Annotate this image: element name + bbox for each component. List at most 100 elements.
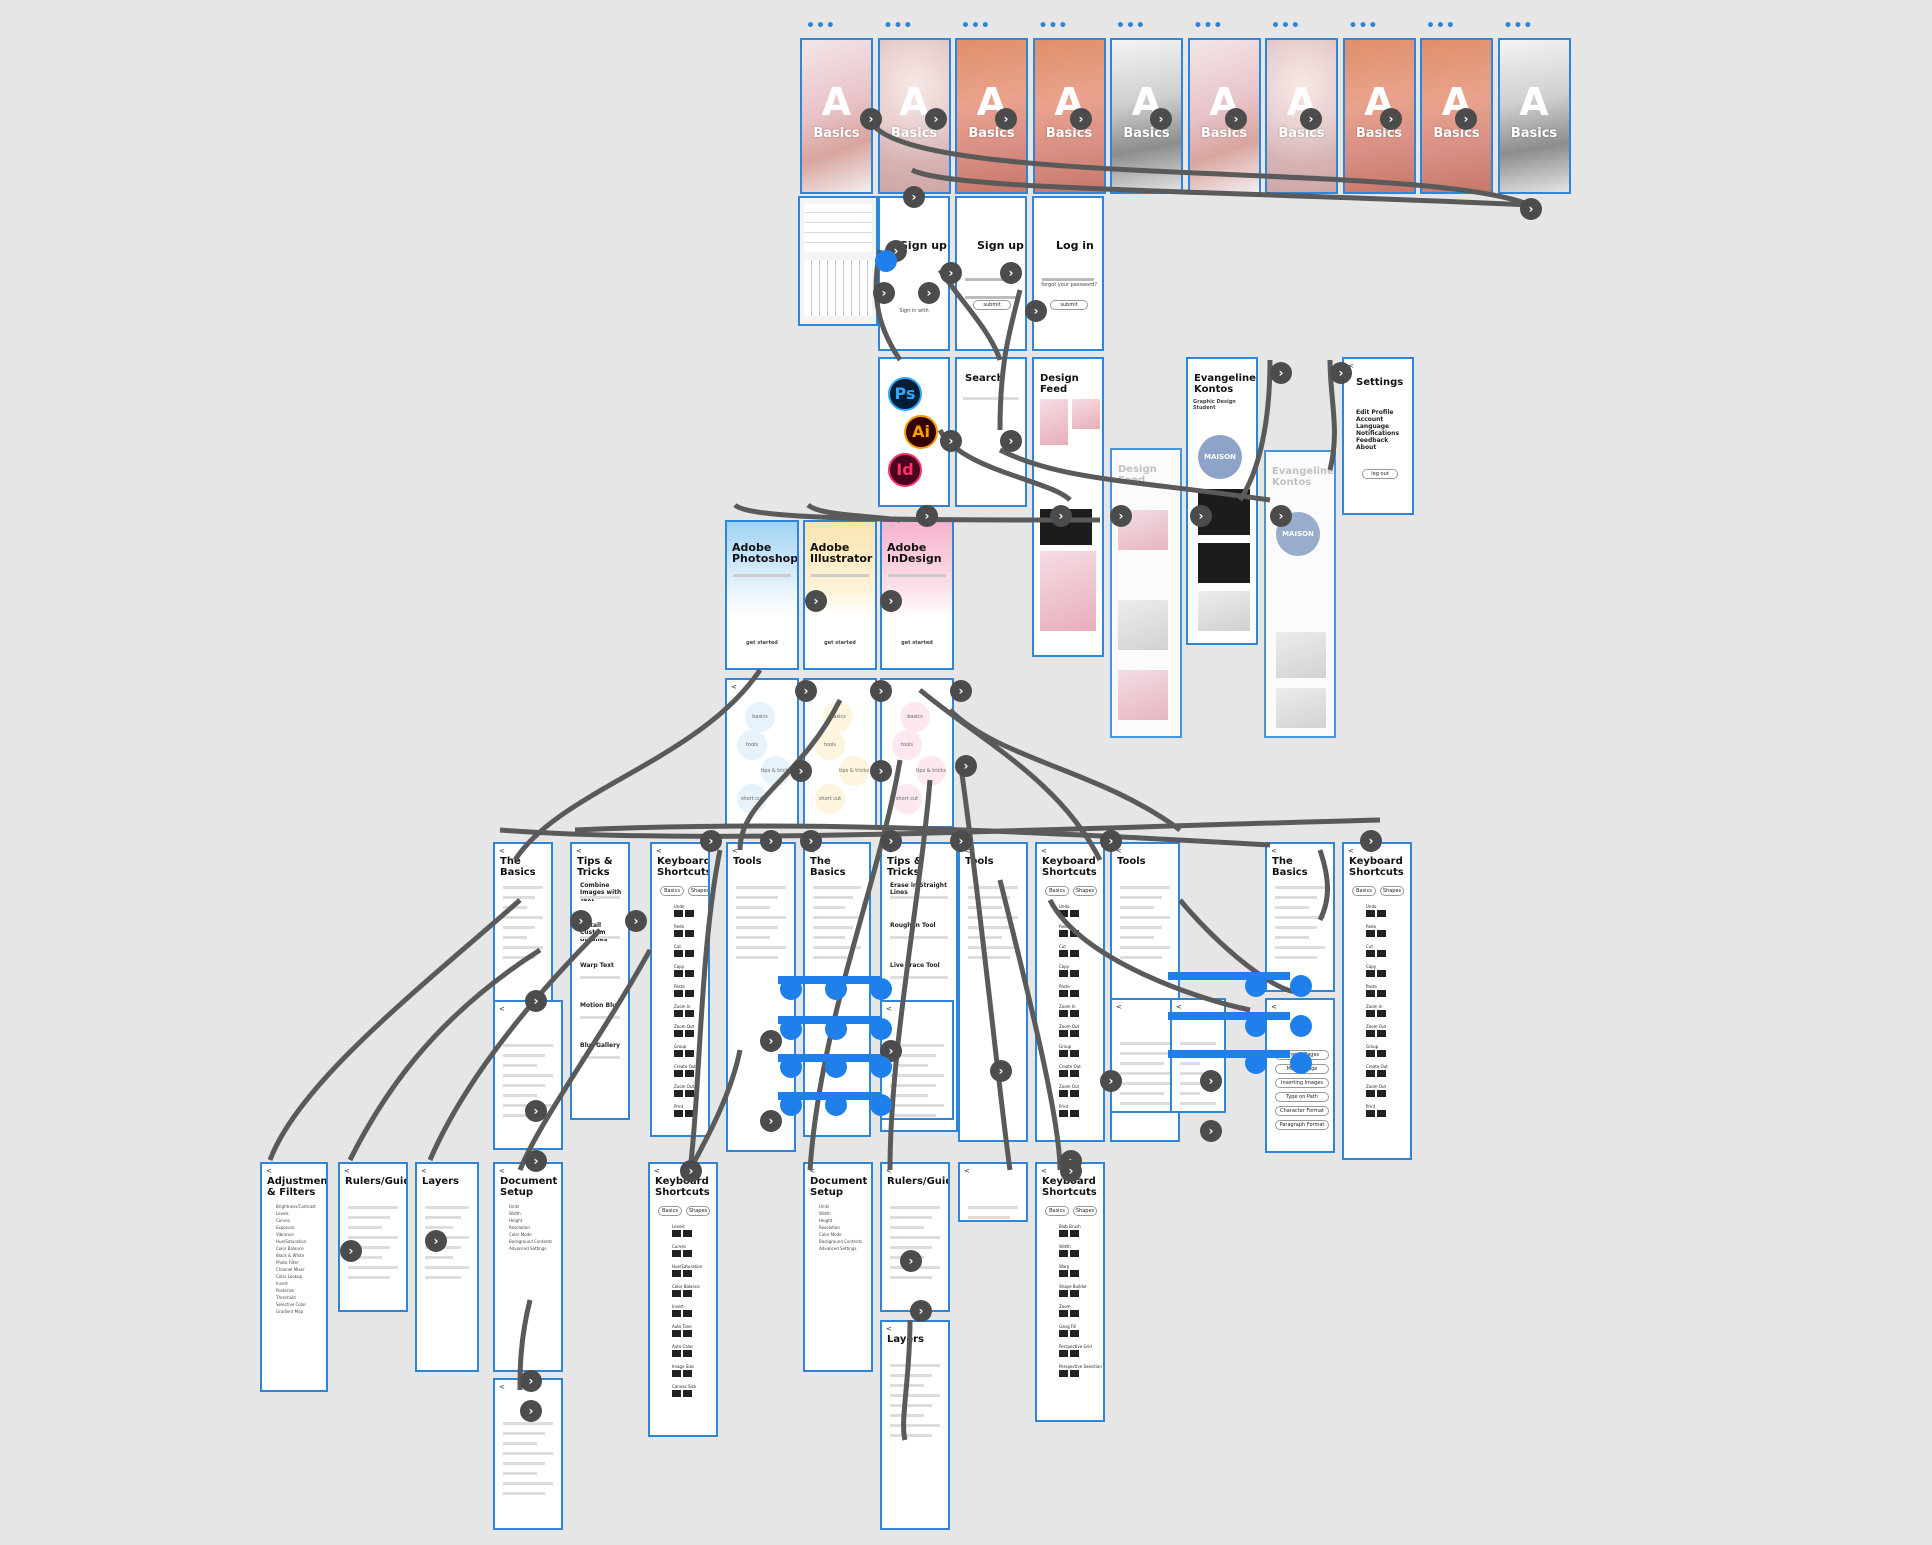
wire-handle-icon[interactable]: › [570,910,592,932]
tip-item[interactable]: Live Trace Tool [890,962,940,969]
back-arrow-icon[interactable]: < [886,1325,892,1333]
wire-handle-icon[interactable]: › [1070,108,1092,130]
settings-item[interactable]: Edit Profile [1356,409,1394,416]
get-started-button[interactable]: get started [746,640,778,646]
wire-handle-icon[interactable]: › [1270,362,1292,384]
wire-handle-icon[interactable]: › [950,680,972,702]
list-item[interactable]: Photo Filter [276,1260,299,1265]
back-arrow-icon[interactable]: < [654,1167,660,1175]
wire-handle-icon[interactable]: › [995,108,1017,130]
wire-handle-icon[interactable]: › [910,1300,932,1322]
list-item[interactable]: Background Contents [819,1239,863,1244]
list-item[interactable]: Channel Mixer [276,1267,305,1272]
active-wire-handle-icon[interactable] [825,1018,847,1040]
portfolio-image[interactable] [1276,688,1326,728]
wire-handle-icon[interactable]: › [870,760,892,782]
wire-handle-icon[interactable]: › [955,755,977,777]
logout-button[interactable]: log out [1362,469,1398,479]
settings-item[interactable]: Account [1356,416,1384,423]
active-wire-handle-icon[interactable] [875,250,897,272]
menu-tools[interactable]: tools [737,730,767,760]
more-dots-icon[interactable]: ••• [1271,18,1301,34]
active-wire-handle-icon[interactable] [825,1056,847,1078]
back-arrow-icon[interactable]: < [1041,1167,1047,1175]
wire-handle-icon[interactable]: › [873,282,895,304]
back-arrow-icon[interactable]: < [1271,1003,1277,1011]
more-dots-icon[interactable]: ••• [806,18,836,34]
photoshop-logo-icon[interactable]: Ps [888,377,922,411]
keyboard-artboard[interactable] [798,196,878,326]
search-input[interactable] [963,397,1019,400]
back-arrow-icon[interactable]: < [499,1005,505,1013]
submit-button[interactable]: submit [973,300,1011,310]
settings-item[interactable]: Feedback [1356,437,1389,444]
wire-handle-icon[interactable]: › [1050,505,1072,527]
wire-handle-icon[interactable]: › [916,505,938,527]
design-feed-scroll-artboard[interactable]: Design Feed [1110,448,1182,738]
settings-item[interactable]: Language [1356,423,1390,430]
content-artboard[interactable]: < [958,1162,1028,1222]
back-arrow-icon[interactable]: < [499,1167,505,1175]
back-arrow-icon[interactable]: < [886,1167,892,1175]
back-arrow-icon[interactable]: < [1116,1003,1122,1011]
get-started-button[interactable]: get started [901,640,933,646]
active-wire-handle-icon[interactable] [870,978,892,1000]
content-artboard[interactable]: <Rulers/Guides [880,1162,950,1312]
wire-handle-icon[interactable]: › [340,1240,362,1262]
list-item[interactable]: Black & White [276,1253,305,1258]
wire-handle-icon[interactable]: › [1000,430,1022,452]
feed-image[interactable] [1072,399,1100,429]
wire-handle-icon[interactable]: › [625,910,647,932]
menu-basics[interactable]: basics [900,702,930,732]
menu-tools[interactable]: tools [892,730,922,760]
active-wire-handle-icon[interactable] [870,1094,892,1116]
tab-shapes[interactable]: Shapes [686,1206,710,1216]
topic-button[interactable]: Character Format [1275,1106,1329,1116]
wire-handle-icon[interactable]: › [1100,1070,1122,1092]
content-artboard[interactable]: < [493,1378,563,1530]
list-item[interactable]: Invert [276,1281,288,1286]
active-wire-handle-icon[interactable] [780,1056,802,1078]
wire-handle-icon[interactable]: › [525,1150,547,1172]
more-dots-icon[interactable]: ••• [1503,18,1534,34]
list-item[interactable]: Background Contents [509,1239,553,1244]
back-arrow-icon[interactable]: < [576,847,582,855]
tip-item[interactable]: Roughen Tool [890,922,936,929]
tip-item[interactable]: Motion Blur [580,1002,620,1009]
menu-shortcut[interactable]: short cut [737,784,767,814]
wire-handle-icon[interactable]: › [1455,108,1477,130]
back-arrow-icon[interactable]: < [499,1383,505,1391]
list-item[interactable]: Advanced Settings [509,1246,547,1251]
forgot-password-link[interactable]: forgot your password? [1041,282,1097,288]
wire-handle-icon[interactable]: › [760,830,782,852]
login-artboard[interactable]: Log in forgot your password? submit [1032,196,1104,351]
feed-image[interactable] [1118,600,1168,650]
portfolio-image[interactable] [1198,543,1250,583]
wire-handle-icon[interactable]: › [700,830,722,852]
wire-handle-icon[interactable]: › [903,186,925,208]
tab-basics[interactable]: Basics [660,886,684,896]
more-dots-icon[interactable]: ••• [883,18,914,34]
active-wire-handle-icon[interactable] [1245,975,1267,997]
topic-button[interactable]: Paragraph Format [1275,1120,1329,1130]
menu-tips[interactable]: tips & tricks [761,756,791,786]
active-wire-handle-icon[interactable] [780,1018,802,1040]
list-item[interactable]: Color Mode [509,1232,532,1237]
content-artboard[interactable]: <The Basics [1265,842,1335,992]
back-arrow-icon[interactable]: < [656,847,662,855]
list-item[interactable]: Resolution [819,1225,840,1230]
menu-tips[interactable]: tips & tricks [916,756,946,786]
active-wire-handle-icon[interactable] [870,1056,892,1078]
menu-basics[interactable]: basics [823,702,853,732]
more-dots-icon[interactable]: ••• [1426,18,1456,34]
active-wire-handle-icon[interactable] [1290,1052,1312,1074]
wire-handle-icon[interactable]: › [1200,1070,1222,1092]
active-wire-handle-icon[interactable] [1290,975,1312,997]
wire-handle-icon[interactable]: › [950,830,972,852]
content-artboard[interactable]: < [493,1000,563,1150]
wire-handle-icon[interactable]: › [1520,198,1542,220]
